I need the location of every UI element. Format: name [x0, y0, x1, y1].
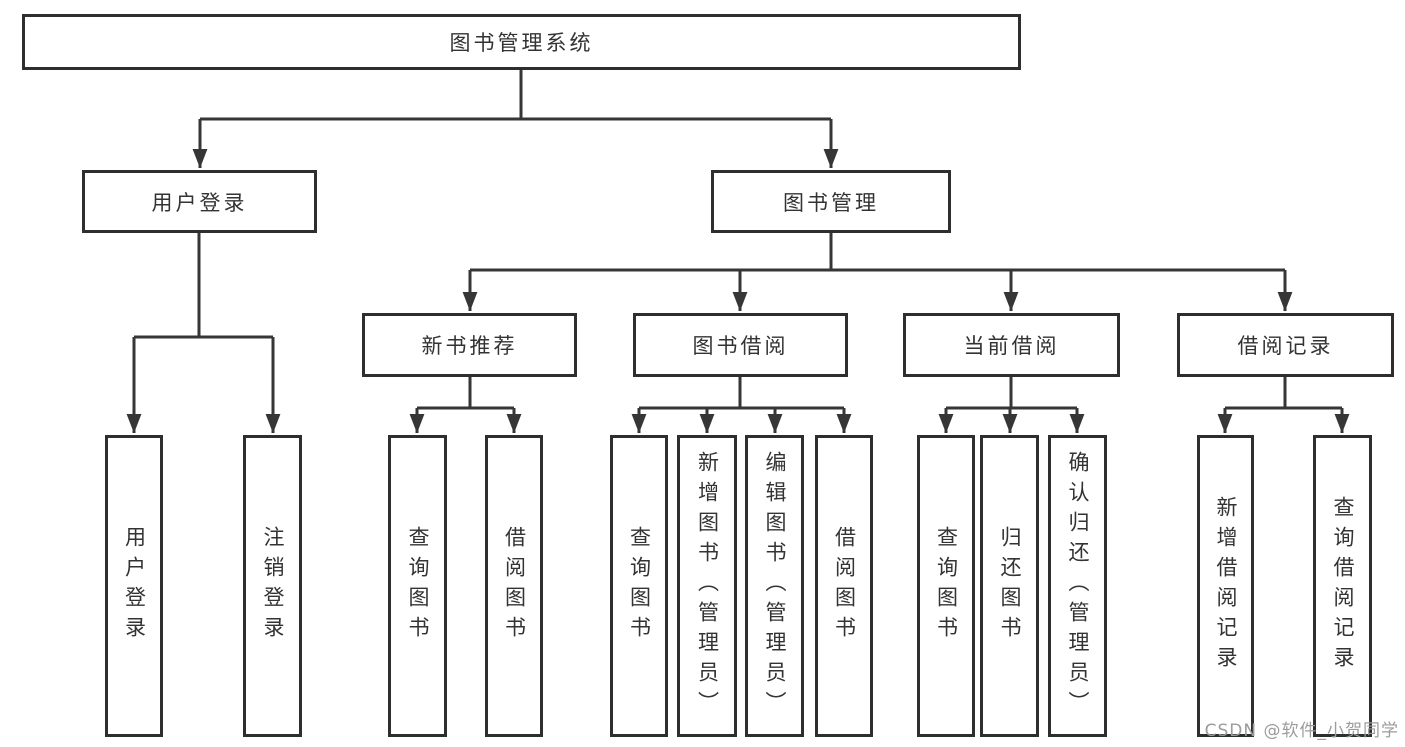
node-label: 新增图书（管理员）: [695, 451, 720, 721]
node-leaf-edit-book-admin: 编辑图书（管理员）: [745, 435, 804, 737]
node-label: 查询借阅记录: [1331, 496, 1355, 676]
node-label: 查询图书: [934, 526, 959, 646]
node-label: 当前借阅: [963, 334, 1060, 358]
node-leaf-borrow-books-recommend: 借阅图书: [485, 435, 543, 737]
node-leaf-add-borrow-record: 新增借阅记录: [1197, 435, 1254, 737]
node-book-management: 图书管理: [711, 170, 951, 233]
node-label: 查询图书: [627, 526, 652, 646]
node-label: 查询图书: [406, 526, 430, 646]
node-borrowing-records: 借阅记录: [1177, 313, 1394, 377]
node-label: 借阅记录: [1237, 334, 1334, 358]
node-library-management-system: 图书管理系统: [22, 14, 1021, 70]
node-label: 新书推荐: [421, 334, 518, 358]
node-label: 图书借阅: [692, 334, 789, 358]
node-label: 归还图书: [998, 526, 1022, 646]
node-leaf-query-borrow-record: 查询借阅记录: [1313, 435, 1372, 737]
node-current-borrowing: 当前借阅: [903, 313, 1120, 377]
node-label: 用户登录: [151, 190, 248, 215]
node-leaf-user-login: 用户登录: [105, 435, 163, 737]
node-label: 图书管理系统: [449, 31, 594, 55]
node-leaf-query-books-borrowing: 查询图书: [610, 435, 668, 737]
node-label: 借阅图书: [832, 526, 857, 646]
node-label: 确认归还（管理员）: [1066, 451, 1090, 721]
node-leaf-query-books-recommend: 查询图书: [388, 435, 447, 737]
node-leaf-query-books-current: 查询图书: [917, 435, 975, 737]
node-label: 注销登录: [261, 526, 285, 646]
node-label: 图书管理: [783, 190, 879, 215]
node-leaf-logout: 注销登录: [243, 435, 302, 737]
node-label: 用户登录: [122, 526, 147, 646]
node-label: 新增借阅记录: [1214, 496, 1238, 676]
node-leaf-borrow-books: 借阅图书: [815, 435, 873, 737]
node-label: 借阅图书: [502, 526, 527, 646]
node-leaf-confirm-return-admin: 确认归还（管理员）: [1048, 435, 1107, 737]
node-book-borrowing: 图书借阅: [633, 313, 848, 377]
node-new-book-recommendation: 新书推荐: [362, 313, 577, 377]
node-leaf-add-book-admin: 新增图书（管理员）: [677, 435, 737, 737]
node-label: 编辑图书（管理员）: [763, 451, 787, 721]
csdn-watermark: CSDN @软件_小贺同学: [1204, 721, 1399, 741]
node-user-login: 用户登录: [82, 170, 317, 233]
node-leaf-return-book: 归还图书: [980, 435, 1039, 737]
